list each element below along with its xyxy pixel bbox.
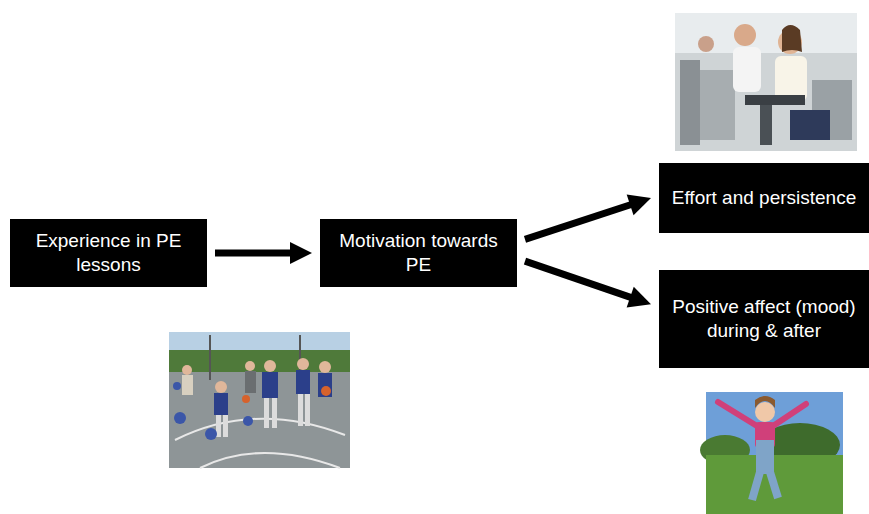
box-label: Motivation towards PE	[332, 229, 505, 277]
arrow-connector	[525, 261, 651, 307]
arrow-connector	[525, 194, 651, 239]
arrow-connector	[215, 242, 312, 264]
arrow-line	[525, 204, 632, 239]
box-label: Experience in PE lessons	[22, 229, 195, 277]
process-box: Positive affect (mood) during & after	[659, 270, 869, 368]
arrow-line	[215, 250, 292, 257]
arrow-head	[290, 242, 312, 264]
process-box: Experience in PE lessons	[10, 219, 207, 287]
process-box: Effort and persistence	[659, 163, 869, 233]
child-photo	[700, 392, 843, 514]
basketball-photo	[169, 332, 350, 468]
gym-photo	[675, 13, 857, 151]
box-label: Positive affect (mood) during & after	[671, 295, 857, 343]
process-box: Motivation towards PE	[320, 219, 517, 287]
arrow-head	[627, 287, 651, 308]
arrow-line	[525, 261, 632, 298]
box-label: Effort and persistence	[672, 186, 856, 210]
arrow-head	[627, 194, 651, 215]
